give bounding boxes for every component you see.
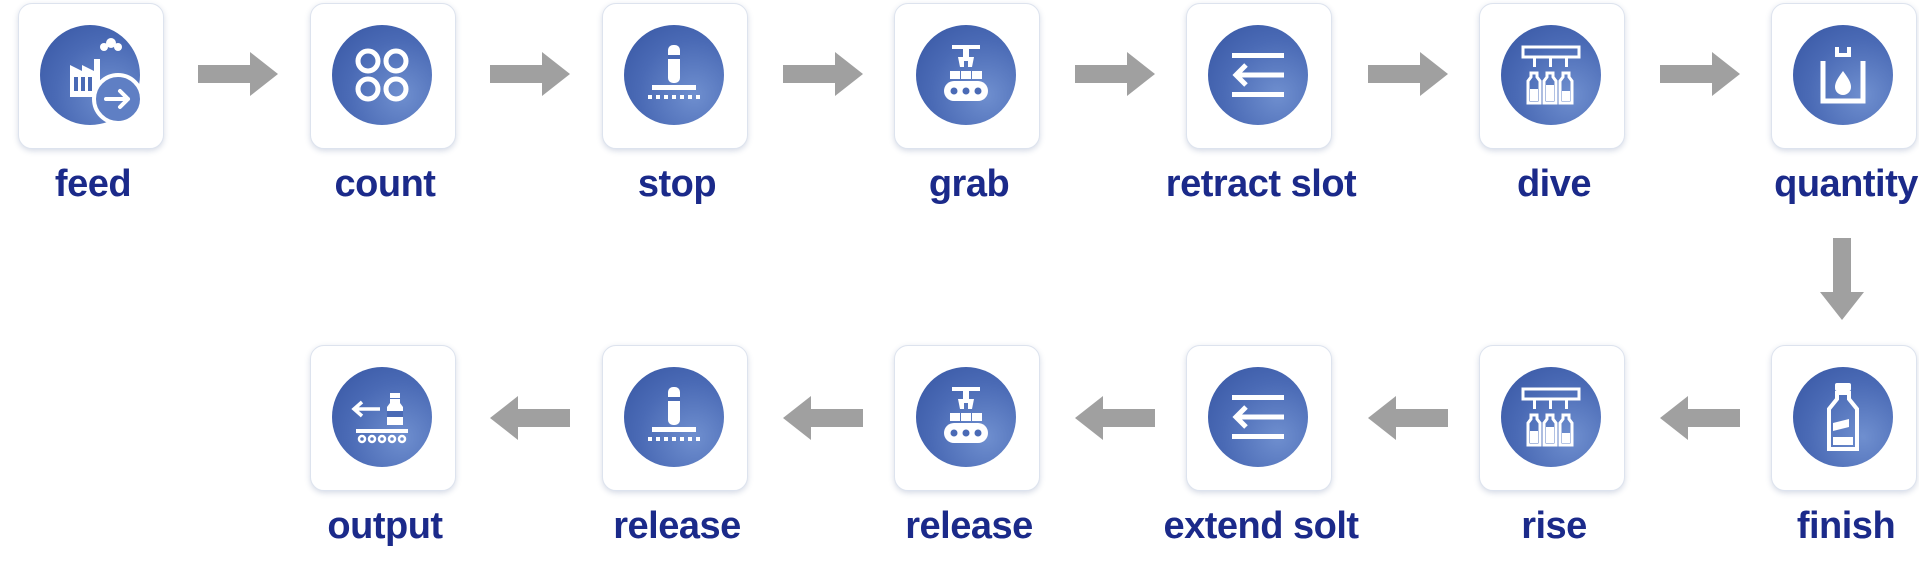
arrow-left [1660, 396, 1740, 440]
output-conveyor-icon [332, 367, 432, 467]
step-label: count [334, 163, 436, 205]
arrow-right [1660, 52, 1740, 96]
gripper-conveyor-icon [916, 25, 1016, 125]
retract-arrow-icon [1208, 367, 1308, 467]
arrow-left [1075, 396, 1155, 440]
filling-nozzles-icon [1501, 25, 1601, 125]
step-label: dive [1516, 163, 1592, 205]
step-label: release [905, 505, 1033, 547]
arrow-left [1368, 396, 1448, 440]
arrow-left [490, 396, 570, 440]
step-label: extend solt [1163, 505, 1359, 547]
four-circles-icon [332, 25, 432, 125]
gripper-conveyor-icon [916, 367, 1016, 467]
step-label: finish [1796, 505, 1896, 547]
step-label: quantity [1774, 163, 1918, 205]
step-label: retract slot [1165, 163, 1357, 205]
stopper-icon [624, 25, 724, 125]
factory-arrow-icon [40, 25, 140, 125]
arrow-left [783, 396, 863, 440]
retract-arrow-icon [1208, 25, 1308, 125]
arrow-down [1820, 238, 1864, 320]
step-label: output [327, 505, 443, 547]
step-label: release [613, 505, 741, 547]
arrow-right [1368, 52, 1448, 96]
filling-nozzles-icon [1501, 367, 1601, 467]
step-label: grab [928, 163, 1010, 205]
bottle-icon [1793, 367, 1893, 467]
arrow-right [783, 52, 863, 96]
arrow-right [490, 52, 570, 96]
liquid-dose-icon [1793, 25, 1893, 125]
step-label: rise [1521, 505, 1587, 547]
stopper-icon [624, 367, 724, 467]
arrow-right [1075, 52, 1155, 96]
step-label: stop [637, 163, 717, 205]
step-label: feed [54, 163, 132, 205]
arrow-right [198, 52, 278, 96]
